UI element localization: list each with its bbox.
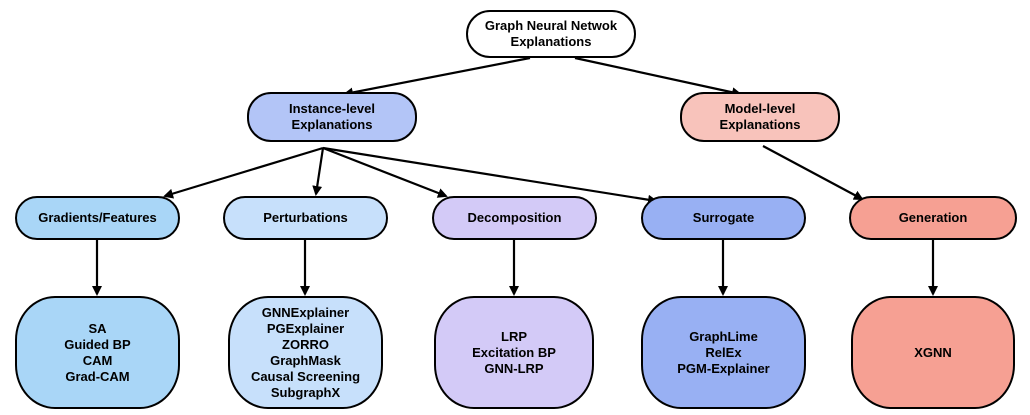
root-line2: Explanations: [510, 34, 592, 49]
model-line1: Model-level: [724, 101, 796, 116]
edge-instance-gradients: [163, 146, 324, 199]
category-label: Generation: [898, 210, 968, 225]
category-label: Decomposition: [467, 210, 562, 225]
method-item: PGExplainer: [266, 320, 345, 336]
method-item: GraphMask: [270, 352, 341, 368]
method-item: GNN-LRP: [484, 360, 544, 376]
method-item: ZORRO: [282, 336, 329, 352]
method-item: GraphLime: [689, 328, 758, 344]
method-item: Causal Screening: [250, 368, 361, 384]
method-item: SA: [88, 320, 107, 336]
methods-perturbations-node: GNNExplainer PGExplainer ZORRO GraphMask…: [228, 296, 383, 409]
method-item: PGM-Explainer: [677, 360, 770, 376]
method-item: LRP: [501, 328, 527, 344]
edge-root-instance: [343, 56, 531, 98]
model-line2: Explanations: [719, 117, 801, 132]
instance-line1: Instance-level: [289, 101, 375, 116]
category-label: Gradients/Features: [38, 210, 157, 225]
methods-decomposition-node: LRP Excitation BP GNN-LRP: [434, 296, 594, 409]
instance-level-node: Instance-level Explanations: [247, 92, 417, 142]
category-surrogate-node: Surrogate: [641, 196, 806, 240]
category-generation-node: Generation: [849, 196, 1017, 240]
category-label: Perturbations: [263, 210, 348, 225]
edge-instance-perturbations: [312, 147, 325, 196]
category-decomposition-node: Decomposition: [432, 196, 597, 240]
method-item: GNNExplainer: [261, 304, 350, 320]
method-item: Excitation BP: [472, 344, 556, 360]
model-level-node: Model-level Explanations: [680, 92, 840, 142]
edge-model-generation: [762, 145, 864, 200]
edge-instance-decomposition: [322, 146, 448, 198]
root-node: Graph Neural Netwok Explanations: [466, 10, 636, 58]
edge-instance-surrogate: [322, 146, 658, 205]
method-item: Grad-CAM: [65, 368, 130, 384]
root-line1: Graph Neural Netwok: [484, 18, 618, 33]
method-item: Guided BP: [64, 336, 131, 352]
method-item: XGNN: [914, 344, 952, 360]
category-label: Surrogate: [692, 210, 755, 225]
category-perturbations-node: Perturbations: [223, 196, 388, 240]
method-item: SubgraphX: [270, 384, 341, 400]
category-gradients-node: Gradients/Features: [15, 196, 180, 240]
method-item: RelEx: [705, 344, 742, 360]
methods-surrogate-node: GraphLime RelEx PGM-Explainer: [641, 296, 806, 409]
methods-gradients-node: SA Guided BP CAM Grad-CAM: [15, 296, 180, 409]
instance-line2: Explanations: [291, 117, 373, 132]
method-item: CAM: [82, 352, 113, 368]
edge-root-model: [574, 56, 742, 98]
methods-generation-node: XGNN: [851, 296, 1015, 409]
